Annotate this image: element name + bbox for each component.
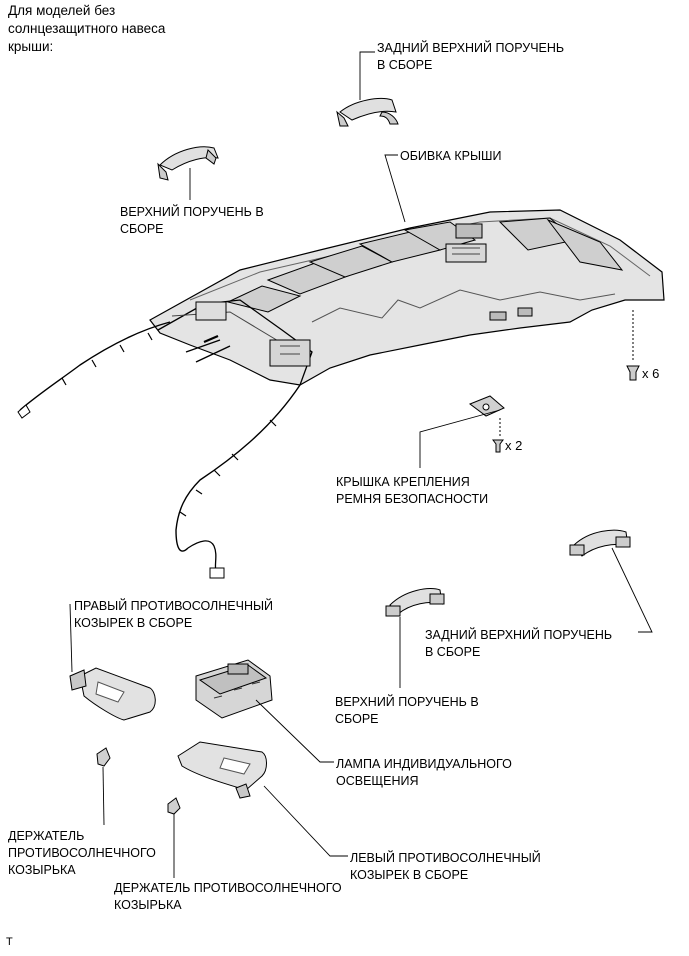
right-sun-visor	[69, 667, 156, 721]
room-lamp-label: ЛАМПА ИНДИВИДУАЛЬНОГО ОСВЕЩЕНИЯ	[336, 757, 512, 788]
rear-grip-top-label: ЗАДНИЙ ВЕРХНИЙ ПОРУЧЕНЬ В СБОРЕ	[377, 41, 565, 72]
visor-holder-mid	[167, 797, 181, 815]
belt-cover-label: КРЫШКА КРЕПЛЕНИЯ РЕМНЯ БЕЗОПАСНОСТИ	[336, 475, 489, 506]
rear-assist-grip-right	[569, 529, 631, 557]
rear-assist-grip-top	[336, 98, 399, 127]
personal-lamp	[195, 659, 273, 719]
assist-grip-mid	[385, 588, 445, 617]
seat-belt-anchor-cover	[468, 395, 505, 436]
leader-lines	[69, 51, 653, 878]
left-visor-label: ЛЕВЫЙ ПРОТИВОСОЛНЕЧНЫЙ КОЗЫРЕК В СБОРЕ	[350, 851, 541, 882]
models-note: Для моделей без солнцезащитного навеса к…	[8, 3, 166, 54]
left-sun-visor	[177, 741, 267, 799]
clip-icon	[626, 310, 640, 381]
roof-wire-harness	[17, 299, 313, 579]
screw-icon	[492, 439, 504, 453]
assist-grip-top-left	[157, 146, 219, 181]
right-visor-label: ПРАВЫЙ ПРОТИВОСОЛНЕЧНЫЙ КОЗЫРЕК В СБОРЕ	[74, 599, 274, 630]
screw-quantity: x 2	[505, 438, 523, 453]
grip-mid-label: ВЕРХНИЙ ПОРУЧЕНЬ В СБОРЕ	[335, 695, 479, 726]
visor-holder-left	[96, 747, 111, 767]
grip-top-label: ВЕРХНИЙ ПОРУЧЕНЬ В СБОРЕ	[120, 205, 264, 236]
roof-lining-label: ОБИВКА КРЫШИ	[400, 149, 502, 163]
holder-mid-label: ДЕРЖАТЕЛЬ ПРОТИВОСОЛНЕЧНОГО КОЗЫРЬКА	[114, 881, 342, 912]
rear-grip-right-label: ЗАДНИЙ ВЕРХНИЙ ПОРУЧЕНЬ В СБОРЕ	[425, 628, 613, 659]
footer-mark: T	[6, 936, 13, 948]
clip-quantity: x 6	[642, 366, 660, 381]
holder-left-label: ДЕРЖАТЕЛЬ ПРОТИВОСОЛНЕЧНОГО КОЗЫРЬКА	[8, 829, 156, 877]
